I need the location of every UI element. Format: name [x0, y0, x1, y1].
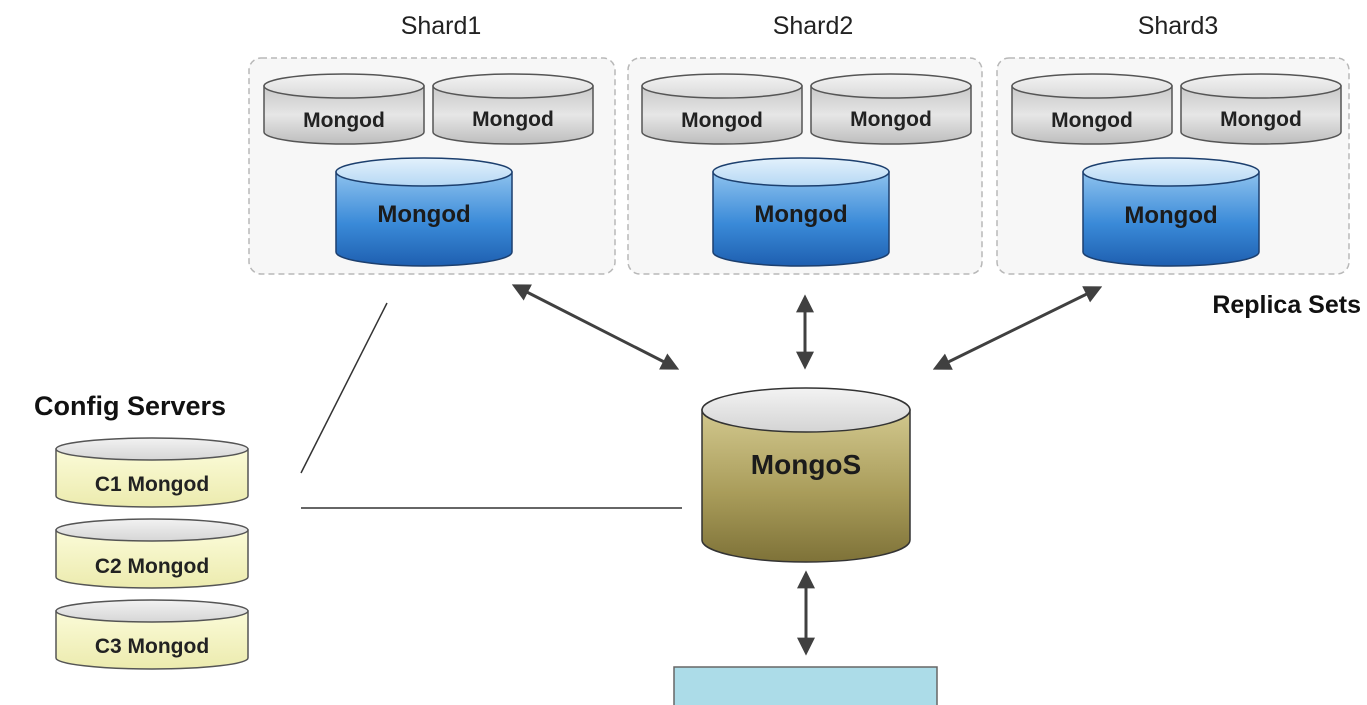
shard-3-secondary-1: Mongod: [1011, 73, 1173, 145]
shard-2-secondary-2-label: Mongod: [850, 108, 932, 131]
config-server-c2: C2 Mongod: [55, 518, 249, 589]
config-server-c2-label: C2 Mongod: [95, 555, 209, 578]
arrow-shard3-mongos: [932, 286, 1103, 370]
shard-2-primary: Mongod: [712, 157, 890, 267]
config-servers-title: Config Servers: [34, 391, 226, 421]
config-server-c1-label: C1 Mongod: [95, 473, 209, 496]
shard-3-secondary-2: Mongod: [1180, 73, 1342, 145]
config-connector-shard: [300, 302, 388, 474]
shard-3-primary-label: Mongod: [1124, 202, 1217, 229]
config-server-c3: C3 Mongod: [55, 599, 249, 670]
shard-3-secondary-2-label: Mongod: [1220, 108, 1302, 131]
mongos-router: MongoS: [701, 387, 911, 563]
shard-1-secondary-2: Mongod: [432, 73, 594, 145]
shard-1-group: Shard1 Mongod Mongod Mongod: [248, 12, 616, 275]
shard-3-secondary-1-label: Mongod: [1051, 109, 1133, 132]
shard-3-title: Shard3: [1138, 12, 1219, 40]
config-servers-group: Config Servers C1 Mongod C2 Mongod C3 Mo…: [34, 391, 249, 670]
shard-1-primary: Mongod: [335, 157, 513, 267]
shard-2-group: Shard2 Mongod Mongod Mongod: [627, 12, 983, 275]
arrow-shard1-mongos: [511, 284, 680, 370]
shard-1-secondary-1: Mongod: [263, 73, 425, 145]
shard-1-secondary-1-label: Mongod: [303, 109, 385, 132]
shard-1-primary-label: Mongod: [377, 201, 470, 228]
shard-2-secondary-1: Mongod: [641, 73, 803, 145]
shard-1-title: Shard1: [401, 12, 482, 40]
mongos-label: MongoS: [751, 449, 861, 480]
shard-2-secondary-2: Mongod: [810, 73, 972, 145]
replica-sets-label: Replica Sets: [1212, 291, 1361, 319]
client-application-box: [673, 666, 938, 705]
shard-2-title: Shard2: [773, 12, 854, 40]
config-server-c1: C1 Mongod: [55, 437, 249, 508]
config-server-c3-label: C3 Mongod: [95, 635, 209, 658]
shard-3-primary: Mongod: [1082, 157, 1260, 267]
shard-2-secondary-1-label: Mongod: [681, 109, 763, 132]
shard-3-group: Shard3 Mongod Mongod Mongod: [996, 12, 1350, 275]
shard-1-secondary-2-label: Mongod: [472, 108, 554, 131]
shard-2-primary-label: Mongod: [754, 201, 847, 228]
